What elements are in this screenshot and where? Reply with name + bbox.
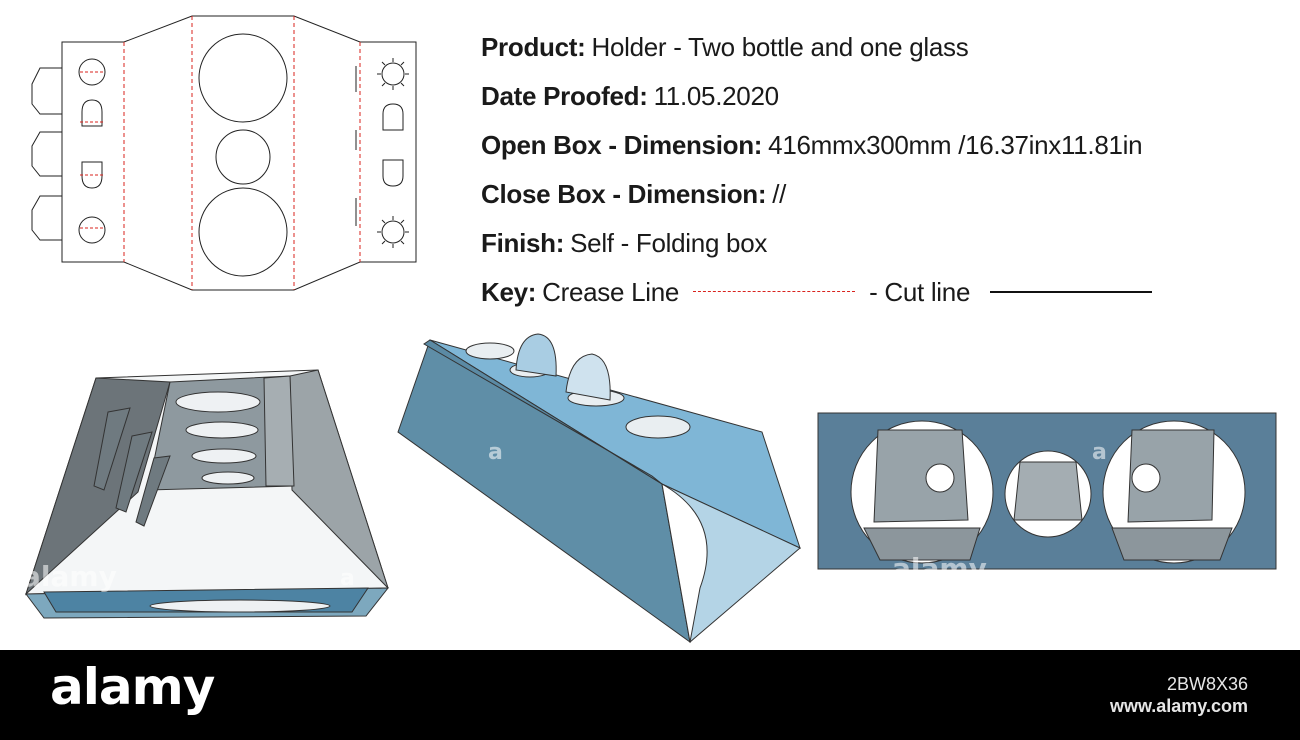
crease-line-sample [693,291,856,292]
image-id: 2BW8X36 [1166,674,1248,694]
spec-sheet: Product: Holder - Two bottle and one gla… [481,22,1281,316]
date-row: Date Proofed: 11.05.2020 [481,71,1281,120]
product-label: Product: [481,31,586,62]
site-url: www.alamy.com [1109,696,1248,716]
open-box-row: Open Box - Dimension: 416mmx300mm /16.37… [481,120,1281,169]
box-view-front [817,412,1277,570]
product-value: Holder - Two bottle and one glass [591,31,969,62]
finish-value: Self - Folding box [570,227,768,258]
close-box-value: // [772,178,787,209]
footer-bar: alamy 2BW8X36 www.alamy.com [0,650,1300,740]
flat-dieline [31,15,417,291]
date-value: 11.05.2020 [653,80,780,111]
brand-logo: alamy [50,658,215,716]
illustrations [24,15,1277,644]
cut-line-sample [990,290,1153,293]
dieline-proof-sheet [24,15,1277,644]
cut-line-label: - Cut line [869,276,971,307]
crease-line-label: Crease Line [542,276,680,307]
product-row: Product: Holder - Two bottle and one gla… [481,22,1281,71]
date-label: Date Proofed: [481,80,648,111]
key-label: Key: [481,276,537,307]
open-box-value: 416mmx300mm /16.37inx11.81in [768,129,1143,160]
close-box-row: Close Box - Dimension: // [481,169,1281,218]
finish-row: Finish: Self - Folding box [481,218,1281,267]
box-view-inside [24,369,390,619]
finish-label: Finish: [481,227,565,258]
close-box-label: Close Box - Dimension: [481,178,767,209]
box-view-perspective [397,333,801,644]
open-box-label: Open Box - Dimension: [481,129,763,160]
key-row: Key: Crease Line - Cut line [481,267,1281,316]
